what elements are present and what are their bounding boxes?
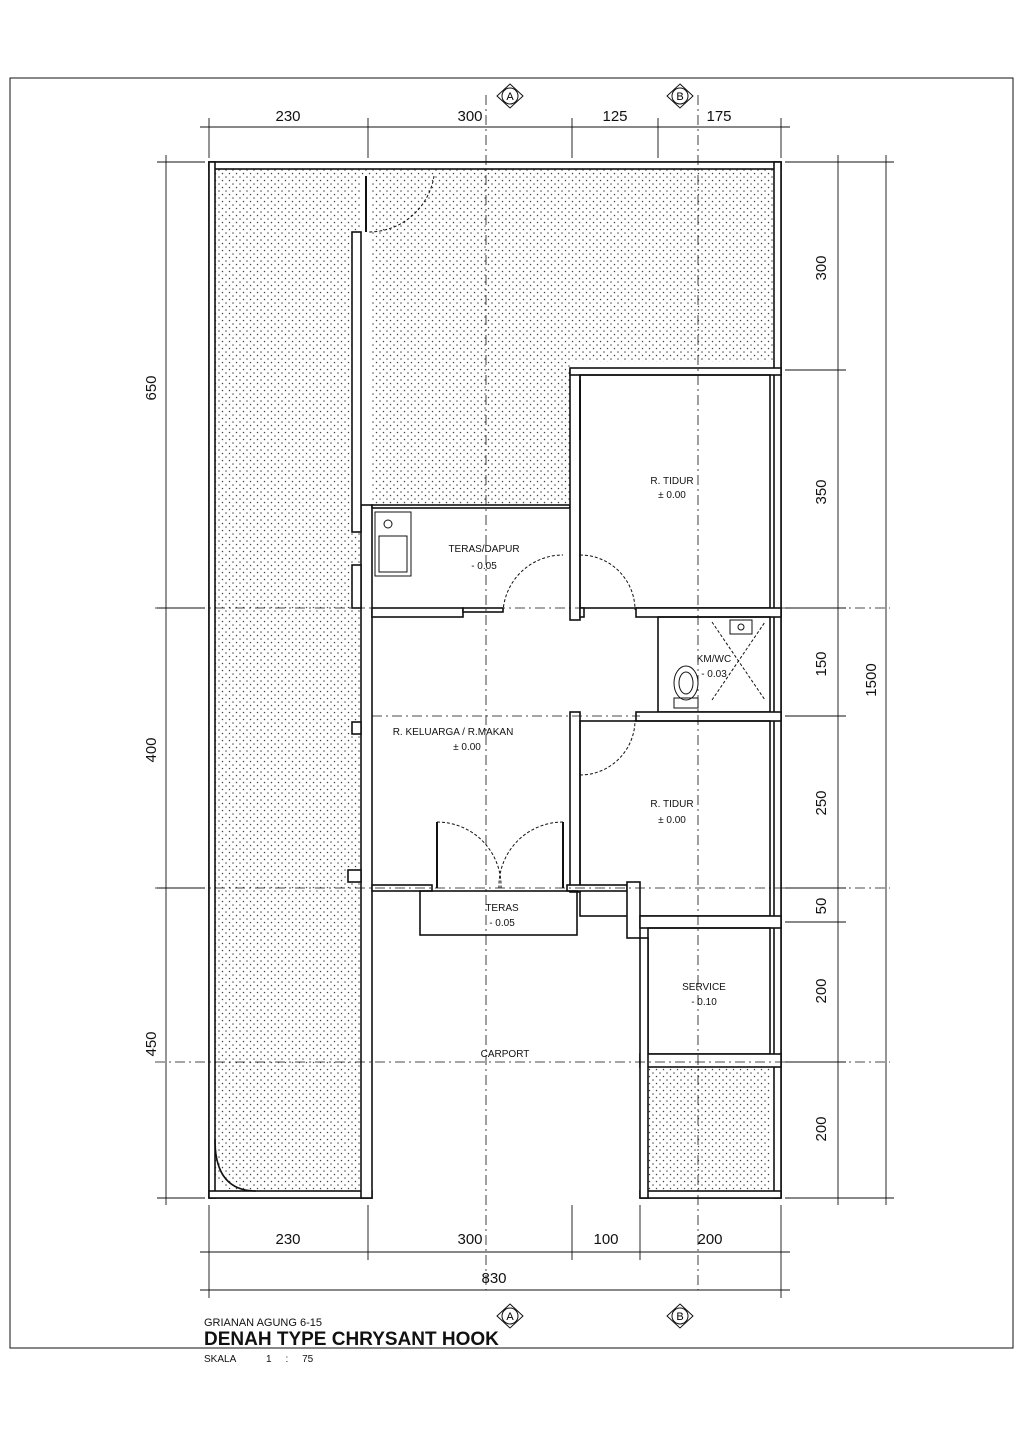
- sheet-border: [9, 77, 1014, 1349]
- room-service-name: SERVICE: [682, 982, 726, 993]
- dim-bottom-4: 200: [697, 1231, 722, 1248]
- dim-bottom-2: 300: [457, 1231, 482, 1248]
- dim-right-2: 350: [813, 479, 830, 504]
- room-carport-name: CARPORT: [481, 1049, 530, 1060]
- room-bathroom-name: KM/WC: [697, 654, 731, 665]
- room-bedroom-top-level: ± 0.00: [658, 490, 686, 501]
- room-bedroom-bottom-level: ± 0.00: [658, 815, 686, 826]
- svg-text:B: B: [676, 91, 683, 103]
- section-marker-a-top: A: [496, 83, 524, 109]
- dim-bottom-total: 830: [481, 1270, 506, 1287]
- dim-right-3: 150: [813, 651, 830, 676]
- room-bedroom-bottom-name: R. TIDUR: [650, 799, 693, 810]
- room-terrace-name: TERAS: [485, 903, 519, 914]
- room-bathroom-level: - 0.03: [701, 669, 727, 680]
- basin-icon: [729, 619, 753, 635]
- room-service-level: - 0.10: [691, 997, 717, 1008]
- grid-lines: [155, 95, 890, 1290]
- svg-text:B: B: [676, 1311, 683, 1323]
- dimension-labels-bottom: 230 300 100 200 830: [275, 1231, 722, 1287]
- dimension-labels-left: 650 400 450: [143, 375, 160, 1056]
- dim-top-1: 230: [275, 108, 300, 125]
- dim-right-1: 300: [813, 255, 830, 280]
- section-marker-b-bottom: B: [666, 1303, 694, 1329]
- dim-left-3: 450: [143, 1031, 160, 1056]
- svg-text:A: A: [506, 91, 514, 103]
- room-family-level: ± 0.00: [453, 742, 481, 753]
- dimension-labels-right: 300 350 150 250 50 200 200 1500: [813, 255, 880, 1141]
- section-marker-b-top: B: [666, 83, 694, 109]
- garden-hatch: [209, 169, 774, 1193]
- dim-right-5: 50: [813, 898, 830, 915]
- svg-text:A: A: [506, 1311, 514, 1323]
- dim-bottom-1: 230: [275, 1231, 300, 1248]
- room-kitchen-name: TERAS/DAPUR: [448, 544, 519, 555]
- toilet-icon: [673, 665, 699, 709]
- project-name: GRIANAN AGUNG 6-15: [204, 1317, 322, 1329]
- dim-top-3: 125: [602, 108, 627, 125]
- room-bedroom-top-name: R. TIDUR: [650, 476, 693, 487]
- title-block: GRIANAN AGUNG 6-15 DENAH TYPE CHRYSANT H…: [204, 1317, 499, 1365]
- room-labels: R. TIDUR ± 0.00 TERAS/DAPUR - 0.05 KM/WC…: [393, 476, 732, 1060]
- room-family-name: R. KELUARGA / R.MAKAN: [393, 727, 514, 738]
- dim-top-2: 300: [457, 108, 482, 125]
- drawing-title: DENAH TYPE CHRYSANT HOOK: [204, 1329, 499, 1350]
- scale-label: SKALA: [204, 1354, 237, 1365]
- dim-right-7: 200: [813, 1116, 830, 1141]
- section-marker-a-bottom: A: [496, 1303, 524, 1329]
- dim-left-2: 400: [143, 737, 160, 762]
- dimension-labels-top: 230 300 125 175: [275, 108, 731, 125]
- dimension-lines: [157, 118, 894, 1298]
- dim-right-total: 1500: [863, 663, 880, 696]
- doors: [365, 175, 766, 889]
- scale-value: 1 : 75: [266, 1354, 314, 1365]
- room-kitchen-level: - 0.05: [471, 561, 497, 572]
- dim-top-4: 175: [706, 108, 731, 125]
- room-terrace-level: - 0.05: [489, 918, 515, 929]
- dim-left-1: 650: [143, 375, 160, 400]
- kitchen-sink-icon: [374, 511, 412, 577]
- dim-right-6: 200: [813, 978, 830, 1003]
- walls: [208, 161, 782, 1199]
- dim-right-4: 250: [813, 790, 830, 815]
- dim-bottom-3: 100: [593, 1231, 618, 1248]
